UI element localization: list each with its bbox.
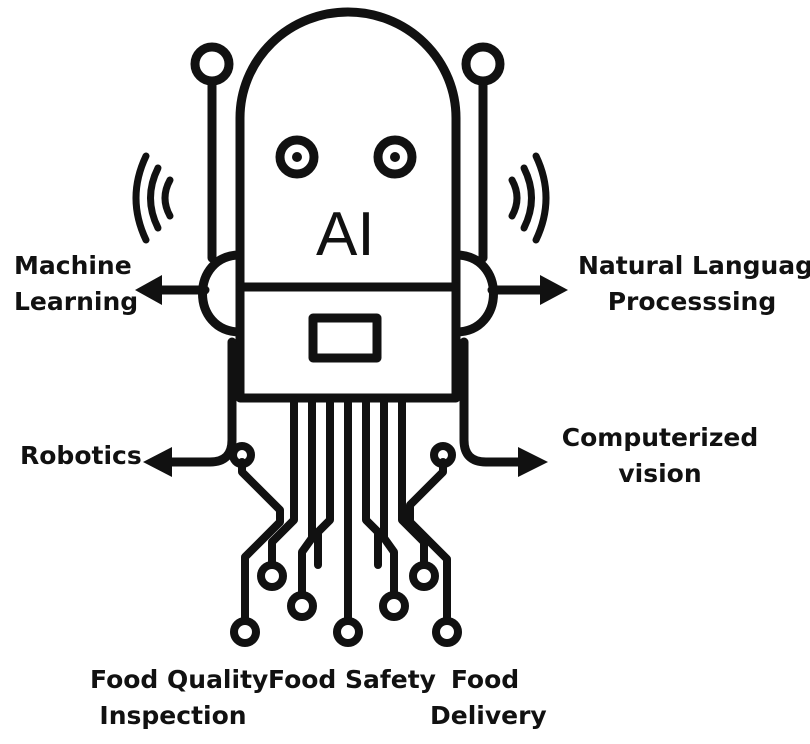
arrow-computerized-vision (459, 337, 548, 477)
right-ear (451, 250, 498, 337)
robot-head-label: AI (316, 200, 375, 269)
label-food-safety: Food Safety (268, 665, 436, 694)
robot-mouth (308, 313, 382, 363)
left-eye-icon (275, 135, 319, 179)
label-food-delivery-line2: Delivery (430, 701, 547, 730)
label-computerized-vision-line2: vision (618, 459, 702, 488)
circuit-traces (229, 396, 462, 647)
label-food-quality-line1: Food Quality (90, 665, 269, 694)
label-nlp-line1: Natural Language (578, 251, 810, 280)
label-food-quality-line2: Inspection (99, 701, 247, 730)
right-antenna (461, 42, 505, 263)
label-machine-learning: Machine Learning (14, 248, 138, 320)
arrow-robotics (143, 337, 237, 477)
right-signal-waves-icon (508, 152, 550, 244)
arrow-natural-language-processing (487, 275, 568, 305)
label-food-delivery-line1: Food (450, 665, 520, 694)
label-computerized-vision: Computerized vision (560, 420, 760, 492)
label-food-delivery: Food Delivery (430, 662, 547, 734)
label-natural-language-processing: Natural Language Processsing (578, 248, 810, 320)
label-computerized-vision-line1: Computerized (561, 423, 759, 452)
label-food-quality-inspection: Food Quality Inspection (90, 662, 269, 734)
label-machine-learning-line1: Machine (14, 251, 132, 280)
label-nlp-line2: Processsing (607, 287, 777, 316)
label-machine-learning-line2: Learning (14, 287, 139, 316)
right-eye-icon (373, 135, 417, 179)
left-antenna (190, 42, 234, 263)
arrow-machine-learning (135, 275, 210, 305)
robot-head (235, 7, 461, 403)
label-robotics: Robotics (20, 441, 142, 470)
left-ear (198, 250, 245, 337)
left-signal-waves-icon (132, 152, 174, 244)
